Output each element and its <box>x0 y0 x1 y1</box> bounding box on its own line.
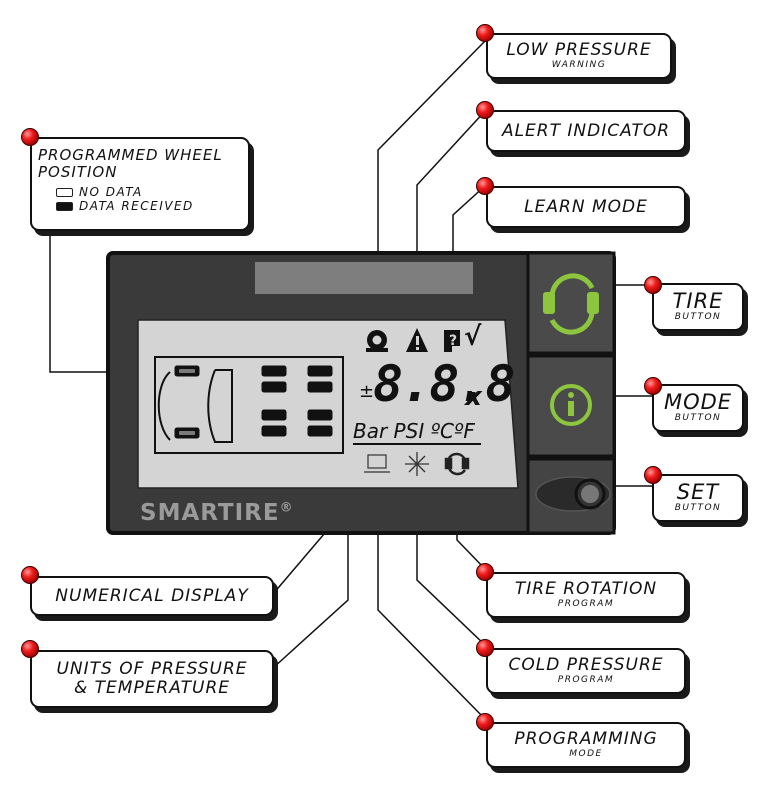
callout-title-line2: POSITION <box>38 164 248 181</box>
marker-dot-numerical-display <box>21 566 39 584</box>
marker-dot-tire-rotation <box>476 563 494 581</box>
wheel-rear-right-inner <box>262 410 286 420</box>
multiplier-sign: x <box>465 382 482 412</box>
callout-sublabel: BUTTON <box>654 503 742 513</box>
wheel-rear-right-outer <box>262 426 286 436</box>
wheel-rear2-left-outer <box>308 366 332 376</box>
callout-label: TIRE <box>654 290 742 312</box>
units-readout: Bar PSI ºCºF <box>353 419 481 445</box>
brand-name: SMARTIRE <box>140 500 280 526</box>
callout-low-pressure: LOW PRESSURE WARNING <box>486 33 672 79</box>
callout-label: LOW PRESSURE <box>488 41 670 60</box>
callout-label: MODE <box>654 391 742 413</box>
legend-no-data-label: NO DATA <box>79 185 143 199</box>
callout-label: COLD PRESSURE <box>488 656 684 675</box>
svg-text:?: ? <box>449 333 457 349</box>
wheel-rear2-right-outer <box>308 426 332 436</box>
callout-tire-button: TIRE BUTTON <box>652 283 744 331</box>
callout-units: UNITS OF PRESSURE & TEMPERATURE <box>30 650 274 708</box>
brand-mark: ® <box>280 500 294 515</box>
callout-sublabel: BUTTON <box>654 413 742 423</box>
legend-no-data: NO DATA <box>56 185 248 199</box>
legend-filled-box-icon <box>56 202 73 211</box>
callout-sublabel: MODE <box>488 749 684 759</box>
callout-title-line1: PROGRAMMED WHEEL <box>38 147 248 164</box>
callout-set-button: SET BUTTON <box>652 474 744 522</box>
marker-dot-learn-mode <box>476 177 494 195</box>
callout-tire-rotation: TIRE ROTATION PROGRAM <box>486 572 686 618</box>
callout-programming: PROGRAMMING MODE <box>486 722 686 768</box>
callout-sublabel: PROGRAM <box>488 599 684 609</box>
callout-line2: & TEMPERATURE <box>32 679 272 698</box>
marker-dot-mode-button <box>644 377 662 395</box>
callout-alert-indicator: ALERT INDICATOR <box>486 110 686 152</box>
callout-mode-button: MODE BUTTON <box>652 384 744 432</box>
check-mark: √ <box>464 322 481 352</box>
callout-line1: UNITS OF PRESSURE <box>32 660 272 679</box>
tire-button[interactable] <box>528 253 614 353</box>
callout-label: NUMERICAL DISPLAY <box>32 587 272 606</box>
wheel-rear-left-outer <box>262 366 286 376</box>
marker-dot-programming <box>476 713 494 731</box>
callout-programmed-wheel: PROGRAMMED WHEEL POSITION NO DATA DATA R… <box>30 137 250 231</box>
marker-dot-units <box>21 640 39 658</box>
callout-sublabel: PROGRAM <box>488 675 684 685</box>
callout-label: TIRE ROTATION <box>488 580 684 599</box>
wheel-rear-left-inner <box>262 382 286 392</box>
set-knob-icon <box>536 477 610 511</box>
legend-data-received-label: DATA RECEIVED <box>79 199 194 213</box>
legend-empty-box-icon <box>56 188 73 197</box>
brand-logo: SMARTIRE® <box>140 500 294 526</box>
callout-learn-mode: LEARN MODE <box>486 186 686 228</box>
marker-dot-alert-indicator <box>476 101 494 119</box>
callout-label: SET <box>654 481 742 503</box>
callout-sublabel: BUTTON <box>654 312 742 322</box>
marker-dot-set-button <box>644 466 662 484</box>
numeric-readout: 8.8.8 <box>373 355 514 413</box>
callout-sublabel: WARNING <box>488 60 670 70</box>
callout-label: ALERT INDICATOR <box>488 122 684 141</box>
callout-label: PROGRAMMING <box>488 730 684 749</box>
marker-dot-low-pressure <box>476 24 494 42</box>
callout-cold-pressure: COLD PRESSURE PROGRAM <box>486 648 686 694</box>
marker-dot-programmed-wheel <box>21 128 39 146</box>
plus-minus-sign: ± <box>359 381 374 402</box>
marker-dot-cold-pressure <box>476 639 494 657</box>
marker-dot-tire-button <box>644 276 662 294</box>
legend-data-received: DATA RECEIVED <box>56 199 248 213</box>
callout-label: LEARN MODE <box>488 198 684 217</box>
callout-numerical-display: NUMERICAL DISPLAY <box>30 576 274 616</box>
device-window-strip <box>255 262 473 294</box>
wheel-rear2-left-inner <box>308 382 332 392</box>
wheel-rear2-right-inner <box>308 410 332 420</box>
